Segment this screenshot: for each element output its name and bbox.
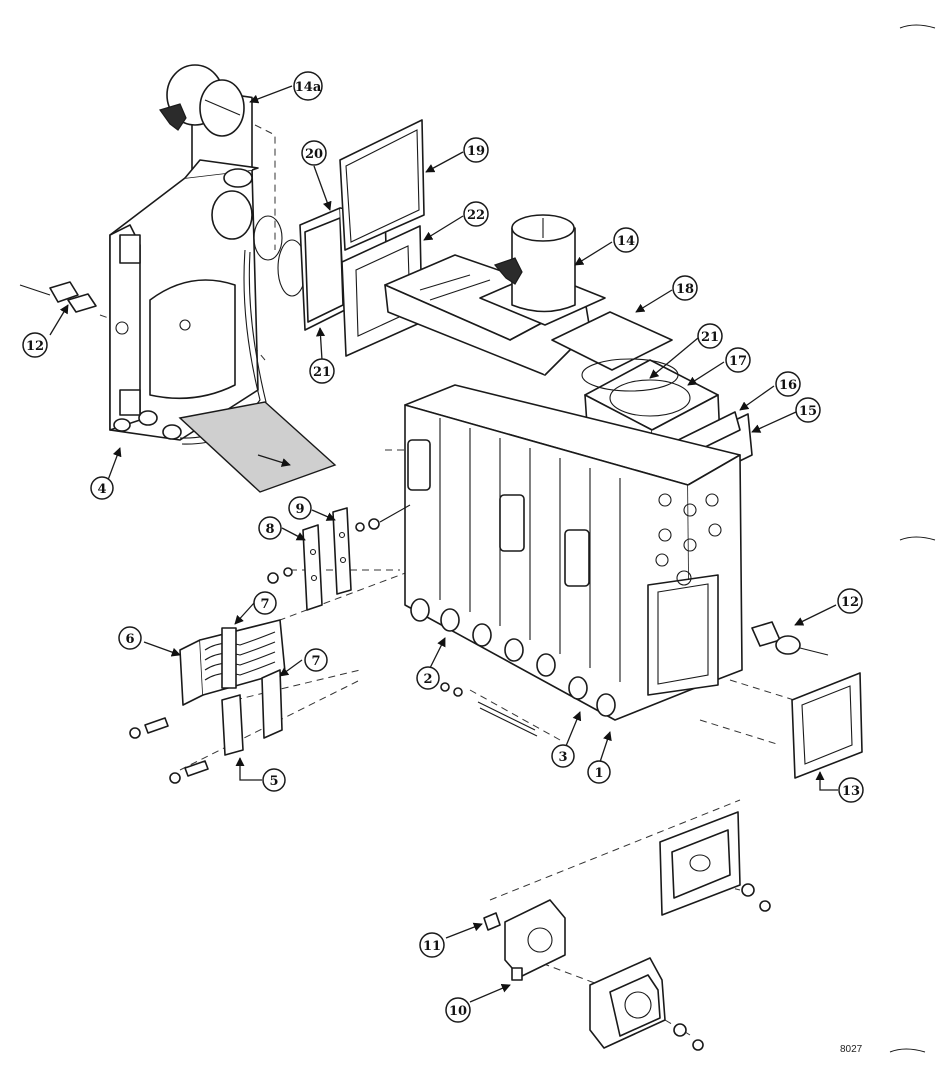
callout-17: 17	[725, 347, 751, 373]
callout-21-lower: 21	[697, 323, 723, 349]
callout-3: 3	[551, 744, 575, 768]
rear-section-4	[109, 159, 259, 441]
callout-18: 18	[672, 275, 698, 301]
svg-text:22: 22	[467, 208, 485, 223]
boiler-block-1	[404, 384, 743, 721]
svg-text:1: 1	[594, 766, 603, 781]
svg-text:19: 19	[467, 144, 485, 159]
burner-housing-10	[504, 899, 566, 981]
coil-plate-7	[261, 669, 283, 739]
callout-13: 13	[838, 777, 864, 803]
svg-text:10: 10	[449, 1004, 467, 1019]
callout-19: 19	[463, 137, 489, 163]
leader-lines	[49, 85, 838, 1003]
svg-text:15: 15	[799, 404, 817, 419]
svg-text:8: 8	[265, 522, 274, 537]
callouts: 14a 20 19 22 14 18 21 17 16 15 21 12 4 9…	[22, 71, 864, 1023]
svg-text:12: 12	[841, 595, 859, 610]
callout-1: 1	[587, 760, 611, 784]
tankless-coil-6	[179, 619, 286, 706]
callout-8: 8	[258, 516, 282, 540]
svg-text:2: 2	[423, 672, 432, 687]
callout-21-upper: 20	[301, 140, 327, 166]
callout-7-upper: 7	[253, 591, 277, 615]
access-plate-18	[551, 311, 673, 371]
svg-text:7: 7	[260, 597, 269, 612]
burner-plate-lower	[589, 957, 704, 1051]
callout-6: 6	[118, 626, 142, 650]
burner-plate-upper	[659, 811, 771, 916]
svg-text:20: 20	[305, 147, 323, 162]
callout-11: 11	[419, 932, 445, 958]
tie-rod-3	[440, 682, 538, 737]
gasket-13	[791, 672, 863, 779]
callout-5: 5	[262, 768, 286, 792]
callout-10: 10	[445, 997, 471, 1023]
callout-12-left: 12	[22, 332, 48, 358]
callout-15: 15	[795, 397, 821, 423]
callout-14: 14	[613, 227, 639, 253]
callout-9: 9	[288, 496, 312, 520]
svg-text:9: 9	[295, 502, 304, 517]
callout-22: 22	[463, 201, 489, 227]
svg-text:13: 13	[842, 784, 860, 799]
callout-4: 4	[90, 476, 114, 500]
svg-text:4: 4	[97, 482, 106, 497]
fitting-12-left	[19, 281, 97, 313]
page-edge-marks	[889, 24, 936, 1053]
svg-text:3: 3	[558, 750, 567, 765]
svg-text:17: 17	[729, 354, 747, 369]
bracket-8	[267, 524, 323, 611]
base-insulation-panel	[178, 401, 337, 493]
callout-20: 21	[309, 358, 335, 384]
bracket-9	[332, 504, 411, 595]
bolts-left	[129, 717, 209, 784]
svg-text:18: 18	[676, 282, 694, 297]
callout-7-lower: 7	[304, 648, 328, 672]
coil-plate-5	[221, 694, 244, 756]
svg-text:14: 14	[617, 234, 635, 249]
callout-14a: 14a	[293, 71, 323, 101]
svg-text:11: 11	[423, 939, 441, 954]
svg-text:14a: 14a	[295, 80, 322, 95]
svg-text:6: 6	[125, 632, 134, 647]
svg-text:16: 16	[779, 378, 797, 393]
callout-16: 16	[775, 371, 801, 397]
gasket-11	[483, 912, 501, 931]
callout-2: 2	[416, 666, 440, 690]
svg-text:21: 21	[313, 365, 331, 380]
svg-text:12: 12	[26, 339, 44, 354]
svg-text:5: 5	[269, 774, 278, 789]
svg-text:21: 21	[701, 330, 719, 345]
figure-number: 8027	[840, 1044, 863, 1055]
svg-text:7: 7	[311, 654, 320, 669]
callout-12-right: 12	[837, 588, 863, 614]
cover-plate-19	[339, 119, 425, 251]
flue-outlet-14	[479, 214, 606, 326]
fitting-12-right	[751, 621, 829, 656]
